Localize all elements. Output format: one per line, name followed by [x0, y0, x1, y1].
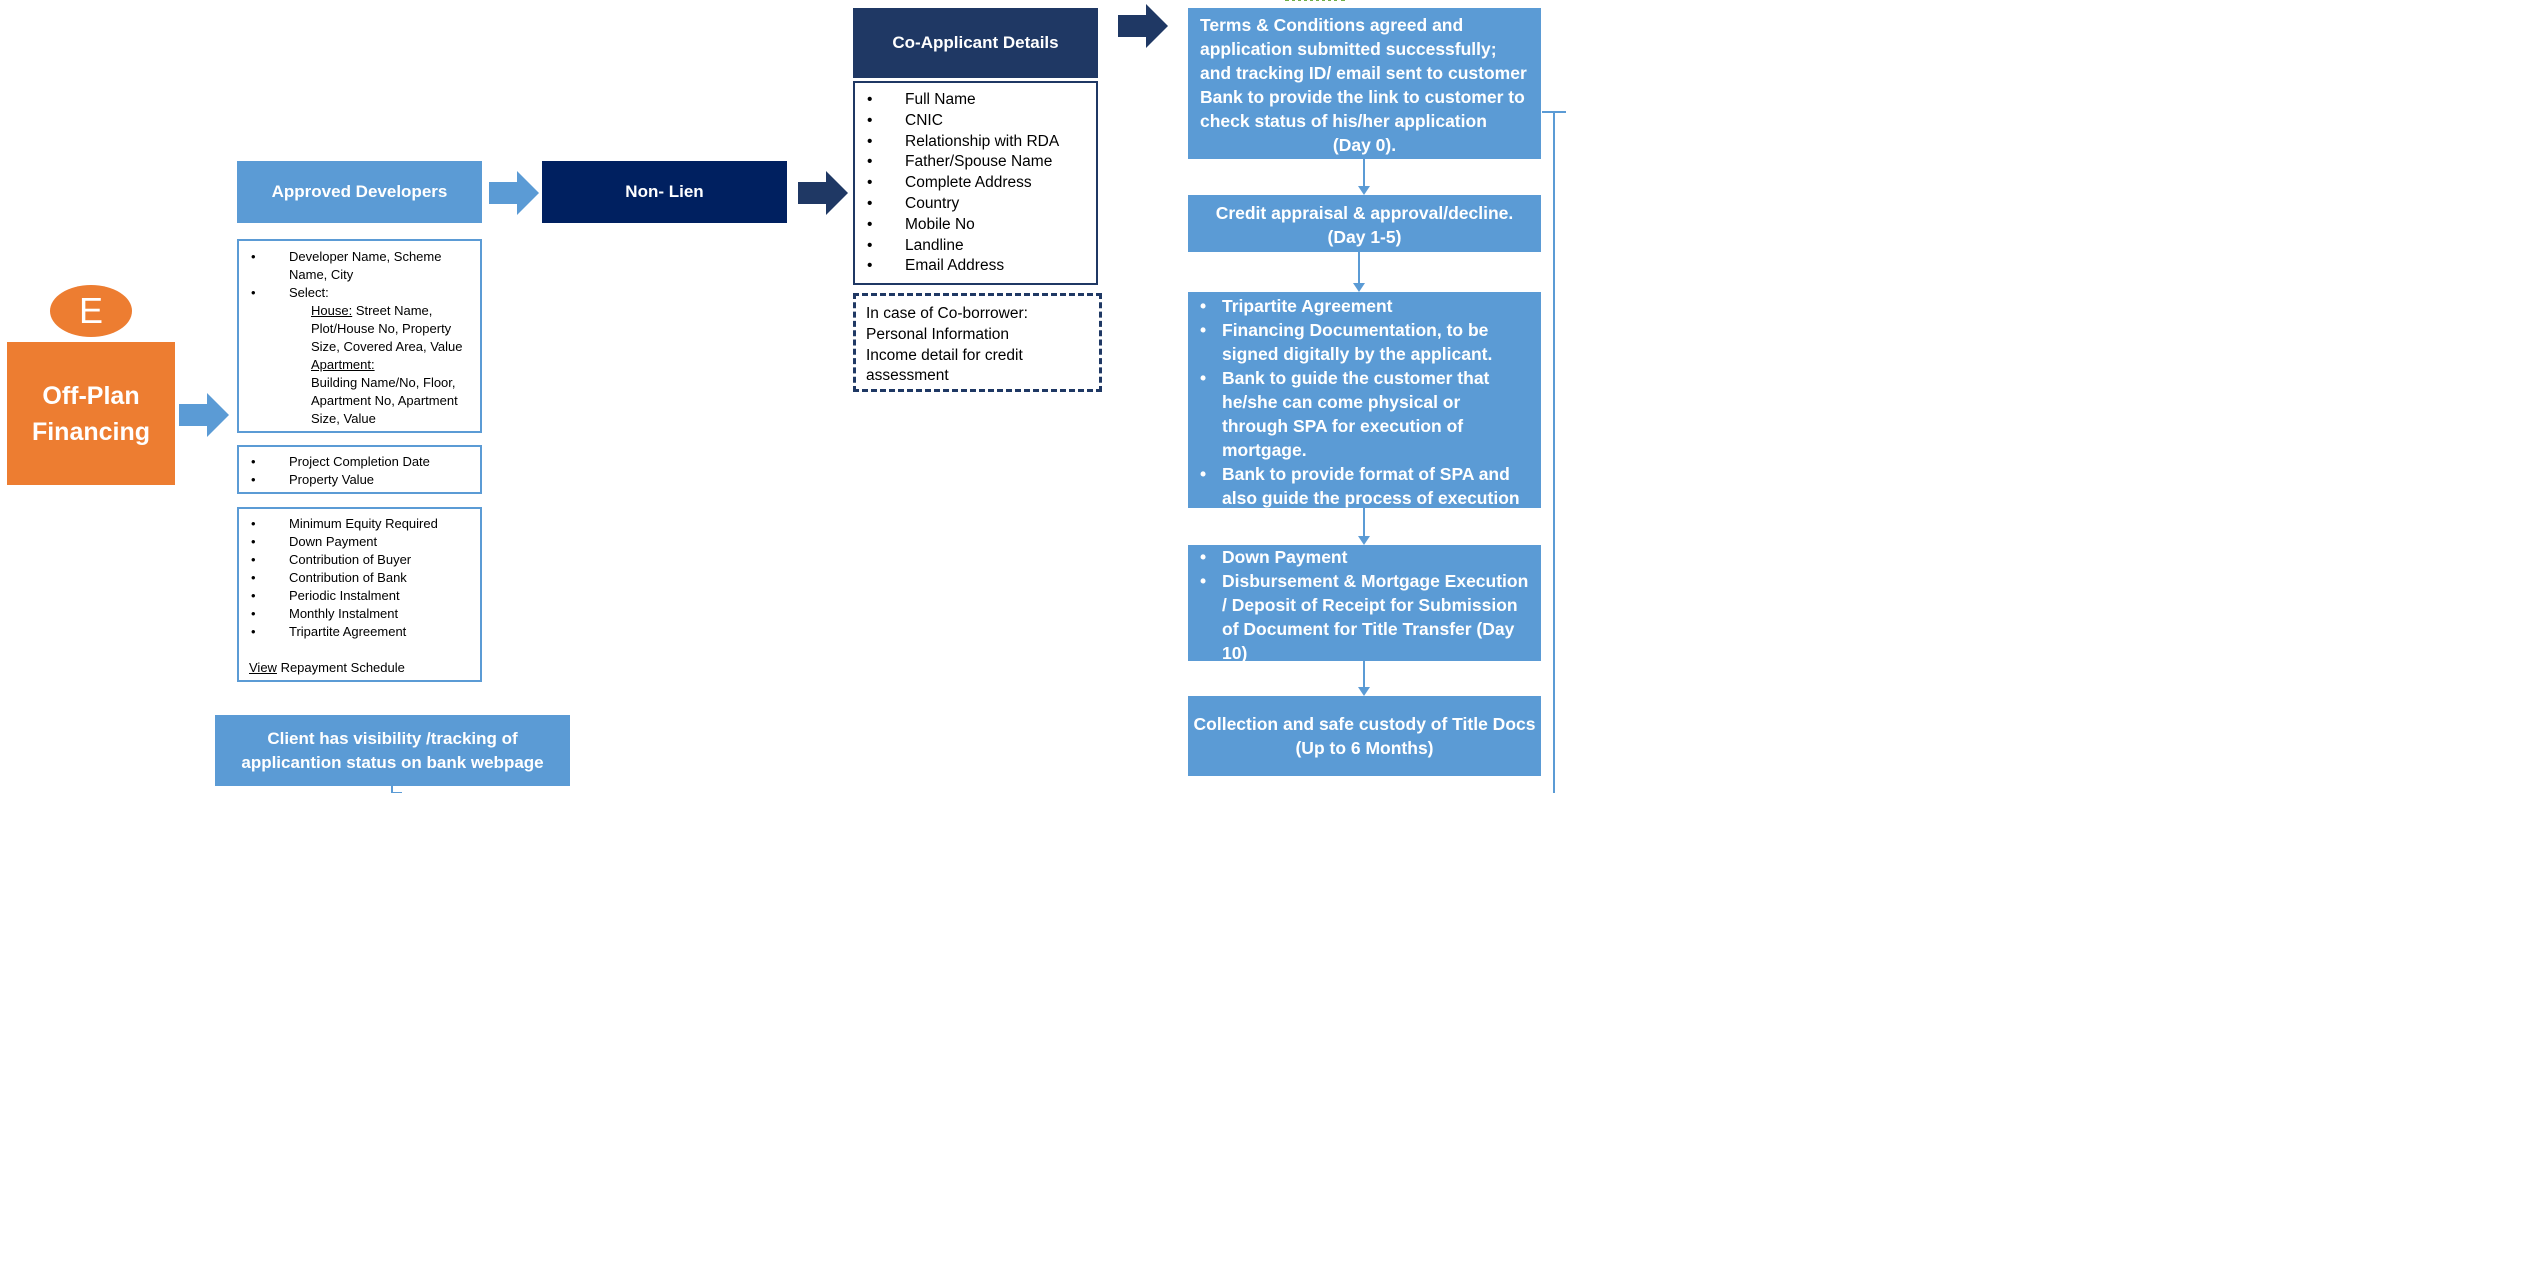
co-applicant-details-box: Full NameCNICRelationship with RDAFather…: [853, 81, 1098, 285]
co-applicant-item: Landline: [855, 236, 1090, 257]
select-item: Select:: [239, 284, 474, 302]
co-borrower-line3: Income detail for credit assessment: [866, 346, 1023, 385]
documentation-item: Bank to provide format of SPA and also g…: [1188, 462, 1531, 534]
step-marker-e: E: [50, 285, 132, 337]
step-disbursement: Down PaymentDisbursement & Mortgage Exec…: [1188, 545, 1541, 663]
co-applicant-item: Country: [855, 194, 1090, 215]
step-documentation: Tripartite AgreementFinancing Documentat…: [1188, 292, 1541, 532]
view-repayment-link[interactable]: View: [249, 660, 277, 675]
step5-line1: Collection and safe custody of Title Doc…: [1193, 714, 1536, 734]
feedback-connector-line: [1542, 111, 1566, 793]
repayment-schedule-text: Repayment Schedule: [276, 660, 405, 675]
step-credit-appraisal: Credit appraisal & approval/decline. (Da…: [1188, 195, 1541, 252]
approved-developers-header: Approved Developers: [237, 161, 482, 223]
house-details: House: Street Name, Plot/House No, Prope…: [239, 302, 474, 356]
off-plan-financing-box: Off-Plan Financing: [7, 342, 175, 485]
apartment-text: Building Name/No, Floor, Apartment No, A…: [311, 375, 458, 426]
co-applicant-item: Complete Address: [855, 173, 1090, 194]
arrow-right-icon: [1118, 4, 1168, 48]
co-applicant-item: CNIC: [855, 111, 1090, 132]
payment-detail-item: Contribution of Buyer: [239, 551, 474, 569]
project-detail-item: Property Value: [239, 471, 474, 489]
off-plan-financing-label: Off-Plan Financing: [31, 381, 151, 446]
payment-details-box: Minimum Equity RequiredDown PaymentContr…: [237, 507, 482, 682]
project-detail-item: Project Completion Date: [239, 453, 474, 471]
step-title-docs: Collection and safe custody of Title Doc…: [1188, 696, 1541, 776]
co-applicant-header: Co-Applicant Details: [853, 8, 1098, 78]
disbursement-item: Disbursement & Mortgage Execution / Depo…: [1188, 569, 1531, 665]
developer-details-box: Developer Name, Scheme Name, City Select…: [237, 239, 482, 433]
apartment-label: Apartment:: [311, 357, 375, 372]
documentation-item: Financing Documentation, to be signed di…: [1188, 318, 1531, 366]
documentation-item: Bank to guide the customer that he/she c…: [1188, 366, 1531, 462]
house-text: Street Name, Plot/House No, Property Siz…: [311, 303, 463, 354]
arrow-right-icon: [798, 171, 848, 215]
down-arrow-icon: [1358, 159, 1370, 195]
step2-line2: (Day 1-5): [1327, 227, 1402, 247]
payment-detail-item: Down Payment: [239, 533, 474, 551]
down-arrow-icon: [1358, 661, 1370, 696]
payment-detail-item: Periodic Instalment: [239, 587, 474, 605]
developer-name-item: Developer Name, Scheme Name, City: [239, 248, 474, 284]
project-details-box: Project Completion DateProperty Value: [237, 445, 482, 494]
co-borrower-line2: Personal Information: [866, 325, 1010, 343]
co-applicant-item: Relationship with RDA: [855, 132, 1090, 153]
step2-line1: Credit appraisal & approval/decline.: [1215, 203, 1514, 223]
client-visibility-box: Client has visibility /tracking of appli…: [215, 715, 570, 786]
co-applicant-item: Email Address: [855, 256, 1090, 277]
payment-detail-item: Monthly Instalment: [239, 605, 474, 623]
documentation-item: Tripartite Agreement: [1188, 294, 1531, 318]
payment-detail-item: Minimum Equity Required: [239, 515, 474, 533]
arrow-right-icon: [179, 393, 229, 437]
payment-detail-item: Tripartite Agreement: [239, 623, 474, 641]
payment-detail-item: Contribution of Bank: [239, 569, 474, 587]
co-borrower-line1: In case of Co-borrower:: [866, 305, 1028, 322]
step-application-submitted: Terms & Conditions agreed and applicatio…: [1188, 8, 1541, 159]
down-arrow-icon: [1353, 252, 1365, 292]
apartment-label-row: Apartment:: [239, 356, 474, 374]
down-arrow-icon: [1358, 508, 1370, 545]
co-applicant-item: Mobile No: [855, 215, 1090, 236]
co-borrower-box: In case of Co-borrower: Personal Informa…: [853, 293, 1102, 392]
cropped-logo-fragment: [1285, 0, 1505, 4]
non-lien-header: Non- Lien: [542, 161, 787, 223]
co-applicant-item: Father/Spouse Name: [855, 152, 1090, 173]
disbursement-item: Down Payment: [1188, 545, 1531, 569]
house-label: House:: [311, 303, 353, 318]
arrow-right-icon: [489, 171, 539, 215]
co-applicant-item: Full Name: [855, 90, 1090, 111]
step1-text: Terms & Conditions agreed and applicatio…: [1200, 15, 1527, 131]
connector-line: [391, 784, 402, 793]
step5-line2: (Up to 6 Months): [1295, 738, 1434, 758]
repayment-schedule-row: View Repayment Schedule: [239, 659, 474, 677]
step1-day: (Day 0).: [1332, 135, 1397, 155]
